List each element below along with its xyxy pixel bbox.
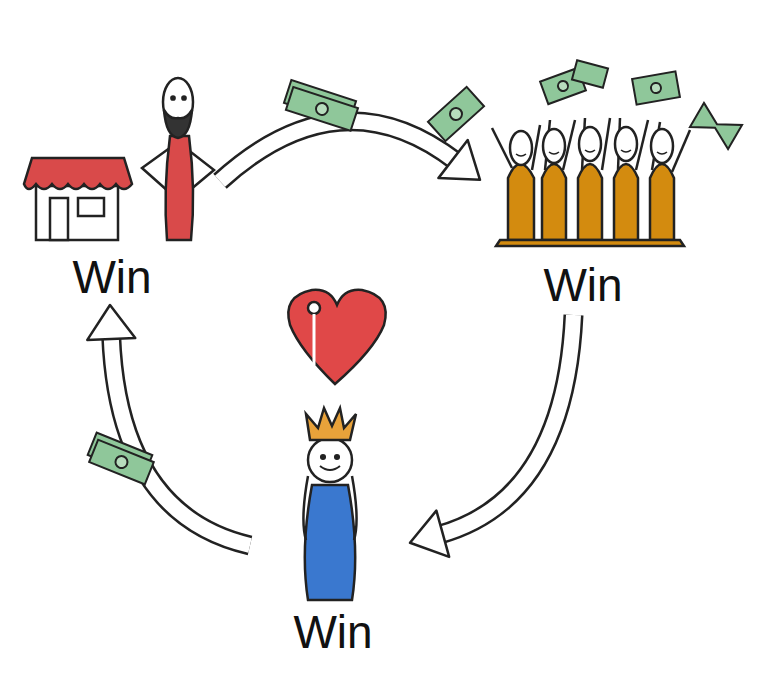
win-label: Win [543,260,622,311]
crowd-figures [492,118,690,246]
king-figure [303,408,356,600]
win-group: Win [480,60,755,315]
win-label: Win [72,252,151,303]
shop-icon [24,158,132,240]
cycle-arrow [87,305,250,545]
win-label: Win [293,607,372,658]
banknote [85,60,742,484]
win-group: Win [250,405,410,670]
shopkeeper-figure [142,78,214,240]
win-group: Win [20,80,220,305]
heart-pin [288,290,385,384]
cycle-arrow [410,315,574,557]
